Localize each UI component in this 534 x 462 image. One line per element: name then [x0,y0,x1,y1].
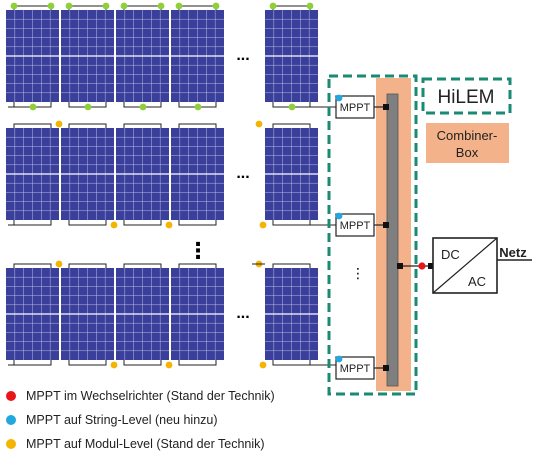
module-mppt-dot [139,103,147,111]
string-to-mppt-wire [310,364,337,368]
legend-item-string: MPPT auf String-Level (neu hinzu) [6,412,426,428]
module-mppt-dot [212,2,220,10]
string-mppt-dot [335,212,343,220]
module-mppt-dot [110,221,118,229]
module-bottom-wire [68,220,107,226]
hilem-label: HiLEM [437,87,494,108]
module-mppt-dot [29,103,37,111]
module-top-wire [123,263,162,268]
mppt-units: MPPT MPPT MPPT [335,94,389,380]
module-top-wire [68,263,107,268]
module-mppt-dot [120,2,128,10]
string-wiring [8,2,337,369]
grid-label: Netz [499,245,527,260]
module-mppt-dot [165,221,173,229]
module-top-wire [178,123,217,128]
module-mppt-dot [10,2,18,10]
module-bottom-wire [123,220,162,226]
module-mppt-dot [55,120,63,128]
legend-text: MPPT auf String-Level (neu hinzu) [26,413,218,427]
legend-dot-yellow [6,439,16,449]
inverter-mppt-dot [418,262,426,270]
module-top-wire [13,123,52,128]
module-bottom-wire [178,220,217,226]
module-top-wire [272,5,311,10]
legend-text: MPPT auf Modul-Level (Stand der Technik) [26,437,265,451]
module-mppt-dot [175,2,183,10]
module-mppt-dot [269,2,277,10]
pv-array [6,10,318,360]
row-2-ellipsis: ... [236,165,249,182]
module-top-wire [178,263,217,268]
rows-vertical-ellipsis: ⋮ [187,238,209,263]
module-bottom-wire [13,220,52,226]
legend-dot-blue [6,415,16,425]
mppt-label: MPPT [340,220,371,232]
mppt-vertical-ellipsis: ⋮ [351,265,365,281]
module-top-wire [272,263,311,268]
legend-text: MPPT im Wechselrichter (Stand der Techni… [26,389,275,403]
row-3-ellipsis: ... [236,305,249,322]
module-mppt-dot [259,361,267,369]
module-mppt-dot [65,2,73,10]
module-top-wire [272,123,311,128]
module-top-wire [123,5,162,10]
module-top-wire [13,5,52,10]
module-mppt-dot [288,103,296,111]
module-top-wire [68,123,107,128]
bus-terminal [383,365,389,371]
module-top-wire [68,5,107,10]
module-top-wire [123,123,162,128]
module-mppt-dot [84,103,92,111]
inverter-ac-label: AC [468,274,486,289]
module-mppt-dot [259,221,267,229]
module-mppt-dot [194,103,202,111]
module-mppt-dot [55,260,63,268]
legend-item-module: MPPT auf Modul-Level (Stand der Technik) [6,436,426,452]
inverter-diagonal [432,237,498,294]
hilem-label-box [421,77,512,115]
module-top-wire [13,263,52,268]
combiner-label-box [426,123,509,163]
row-1-ellipsis: ... [236,47,249,64]
mppt-label: MPPT [340,102,371,114]
module-bottom-wire [123,360,162,366]
string-mppt-dot [335,94,343,102]
hilem-frame [327,74,418,396]
module-bottom-wire [272,360,311,366]
bus-terminal [383,104,389,110]
combiner-output-terminal [397,263,403,269]
module-mppt-dot [102,2,110,10]
string-mppt-dot [335,355,343,363]
module-mppt-dot [306,2,314,10]
legend-dot-red [6,391,16,401]
module-bottom-wire [272,220,311,226]
bus-bar [386,93,399,387]
mppt-label: MPPT [340,363,371,375]
module-mppt-dot [47,2,55,10]
inverter-dc-label: DC [441,247,460,262]
bus-terminal [383,222,389,228]
module-mppt-dot [255,120,263,128]
module-bottom-wire [13,360,52,366]
module-mppt-dot [165,361,173,369]
inverter-input-terminal [428,263,434,269]
module-mppt-dot [110,361,118,369]
module-mppt-dot [157,2,165,10]
combiner-label-line1: Combiner- [437,128,498,143]
legend-item-inverter: MPPT im Wechselrichter (Stand der Techni… [6,388,426,404]
module-bottom-wire [68,360,107,366]
combiner-label-line2: Box [456,145,479,160]
module-bottom-wire [178,360,217,366]
module-top-wire [178,5,217,10]
